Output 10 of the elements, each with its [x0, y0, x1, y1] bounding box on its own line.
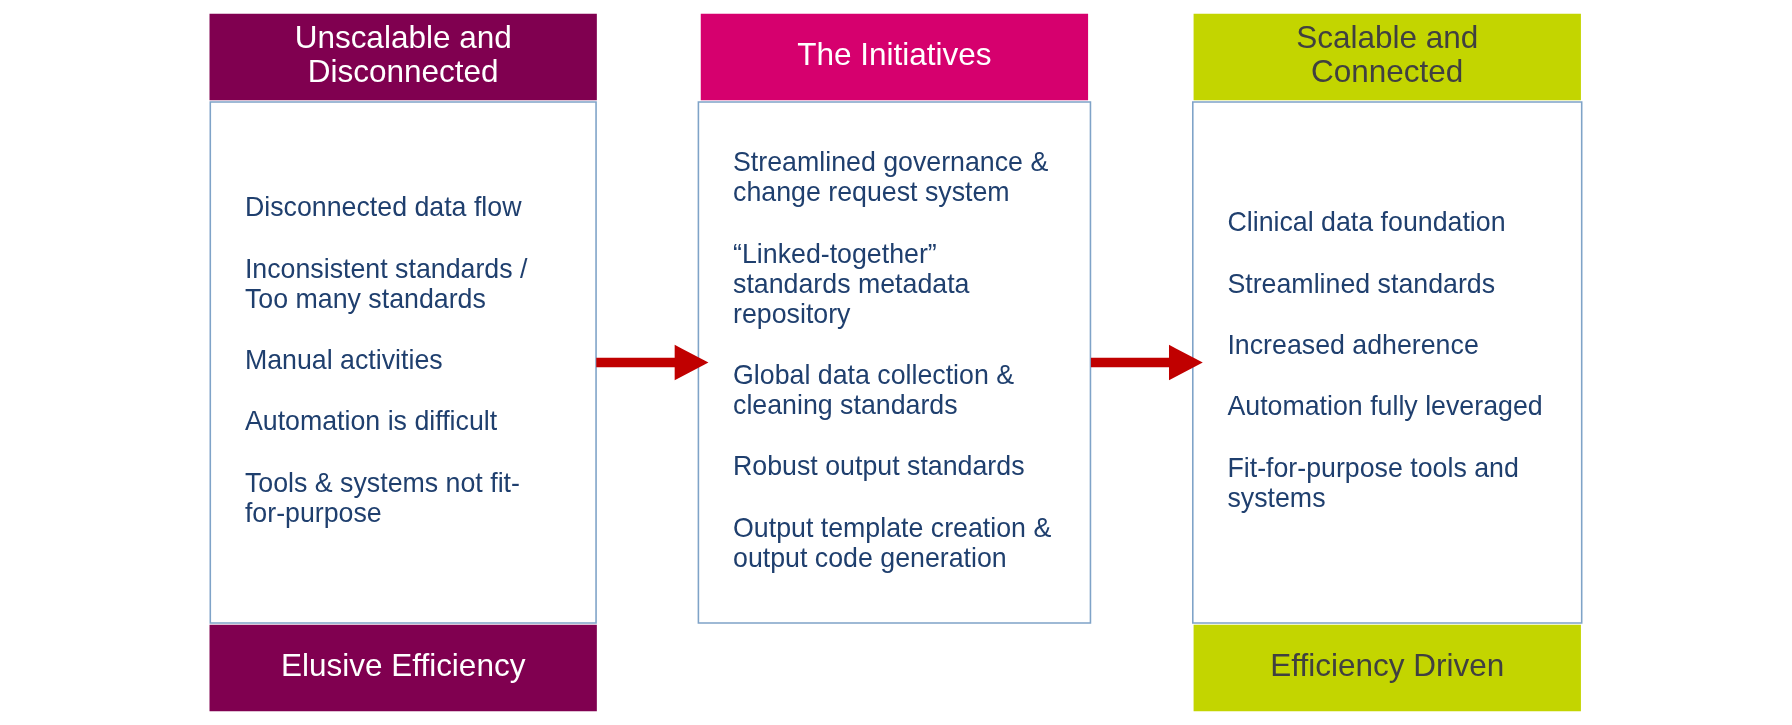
arrow [1090, 344, 1203, 381]
node-box: Elusive Efficiency [209, 624, 597, 712]
node-box: Unscalable and Disconnected [209, 13, 597, 101]
node-box: Streamlined governance & change request system “Linked-together” standards metadata repository Global data collection & cleaning standards Robust output standards Output template creation & output code generation [697, 101, 1092, 624]
node-box: The Initiatives [700, 13, 1089, 101]
arrow [596, 344, 709, 381]
node-box: Disconnected data flow Inconsistent standards / Too many standards Manual activities Automation is difficult Tools & systems not fit-for-purpose [209, 101, 597, 624]
node-box: Efficiency Driven [1193, 624, 1581, 712]
node-box: Scalable and Connected [1193, 13, 1581, 101]
node-box: Clinical data foundation Streamlined standards Increased adherence Automation fully leveraged Fit-for-purpose tools and systems [1192, 101, 1583, 624]
